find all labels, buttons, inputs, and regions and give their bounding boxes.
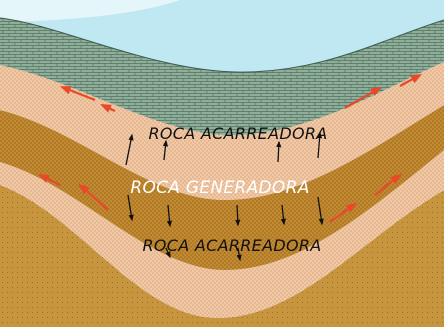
lower-carrier-rock-label: ROCA ACARREADORA [142, 236, 321, 255]
source-rock-label: ROCA GENERADORA [130, 178, 309, 198]
upper-carrier-rock-label: ROCA ACARREADORA [148, 124, 327, 143]
